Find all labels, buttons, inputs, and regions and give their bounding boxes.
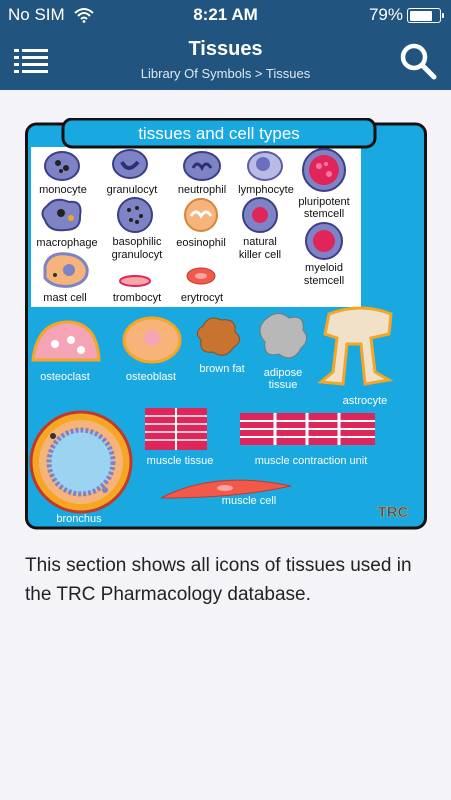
astrocyte-cell xyxy=(317,306,394,386)
page-title: Tissues xyxy=(188,38,263,60)
muscle-tissue-illustration xyxy=(145,408,207,450)
myeloid-stemcell-label: stemcell xyxy=(304,275,344,287)
battery-percent: 79% xyxy=(368,5,403,24)
monocyte-label: monocyte xyxy=(39,184,87,196)
adipose-tissue-cell xyxy=(259,313,307,359)
trombocyt-label: trombocyt xyxy=(113,292,161,304)
list-icon[interactable] xyxy=(14,46,48,74)
clock: 8:21 AM xyxy=(193,5,258,24)
stemcell-label: stemcell xyxy=(304,208,344,220)
macrophage-cell xyxy=(41,198,82,232)
muscle-cell-illustration xyxy=(160,479,292,499)
myeloid-label: myeloid xyxy=(305,262,343,274)
pluripotent-stemcell xyxy=(302,148,346,192)
granulocyt-cell xyxy=(112,149,148,179)
mast-cell-label: mast cell xyxy=(43,292,86,304)
eosinophil-label: eosinophil xyxy=(176,237,226,249)
erytrocyt-cell xyxy=(186,267,216,285)
bronchus-illustration xyxy=(29,410,133,514)
figure-title: tissues and cell types xyxy=(138,124,300,143)
lymphocyte-label: lymphocyte xyxy=(238,184,294,196)
lymphocyte-cell xyxy=(247,151,283,181)
muscle-contraction-unit-illustration xyxy=(240,413,375,445)
osteoclast-label: osteoclast xyxy=(40,371,90,383)
trc-logo: TRC xyxy=(378,504,409,521)
tissues-illustration: tissues and cell types monocyte granuloc… xyxy=(25,118,427,530)
natural-label: natural xyxy=(243,236,277,248)
myeloid-stemcell xyxy=(305,222,343,260)
adipose-label: adipose xyxy=(264,367,303,379)
nav-bar: Tissues Library Of Symbols > Tissues xyxy=(0,30,451,90)
mast-cell xyxy=(43,252,89,288)
astrocyte-label: astrocyte xyxy=(343,395,388,407)
osteoblast-label: osteoblast xyxy=(126,371,176,383)
battery-fill xyxy=(409,10,433,21)
eosinophil-cell xyxy=(184,198,218,232)
killer-cell-label: killer cell xyxy=(239,249,281,261)
muscle-cell-label: muscle cell xyxy=(222,495,276,507)
osteoblast-cell xyxy=(122,316,182,364)
granulocyt2-label: granulocyt xyxy=(112,249,163,261)
muscle-contraction-label: muscle contraction unit xyxy=(255,455,368,467)
neutrophil-cell xyxy=(183,151,221,181)
osteoclast-cell xyxy=(31,320,101,362)
brown-fat-cell xyxy=(197,317,240,356)
description-text: This section shows all icons of tissues … xyxy=(25,555,412,605)
tissue-label: tissue xyxy=(269,379,298,391)
trombocyt-cell xyxy=(119,275,151,287)
erytrocyt-label: erytrocyt xyxy=(181,292,223,304)
battery-icon xyxy=(407,8,444,23)
status-bar: No SIM 8:21 AM 79% xyxy=(0,0,451,30)
monocyte-cell xyxy=(44,151,80,181)
bronchus-label: bronchus xyxy=(56,513,102,525)
wifi-icon xyxy=(74,8,94,23)
search-icon[interactable] xyxy=(399,42,437,80)
muscle-tissue-label: muscle tissue xyxy=(147,455,214,467)
basophilic-granulocyt-cell xyxy=(117,197,153,233)
breadcrumb[interactable]: Library Of Symbols > Tissues xyxy=(140,66,311,81)
pluripotent-label: pluripotent xyxy=(298,196,349,208)
neutrophil-label: neutrophil xyxy=(178,184,226,196)
macrophage-label: macrophage xyxy=(36,237,97,249)
granulocyt-label: granulocyt xyxy=(107,184,158,196)
basophilic-label: basophilic xyxy=(113,236,162,248)
carrier-label: No SIM xyxy=(8,5,65,24)
natural-killer-cell xyxy=(242,197,278,233)
brown-fat-label: brown fat xyxy=(199,363,244,375)
